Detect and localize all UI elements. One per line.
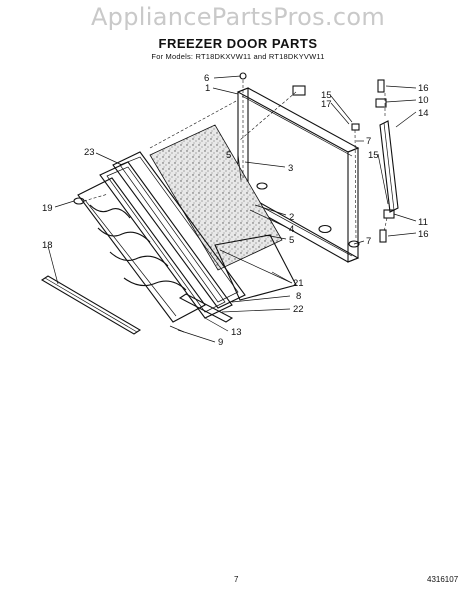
page-number: 7 xyxy=(234,575,239,584)
watermark: AppliancePartsPros.com xyxy=(90,3,386,31)
callout-17: 18 xyxy=(42,240,53,251)
callout-19: 19 xyxy=(42,203,53,214)
callout-21: 21 xyxy=(293,278,304,289)
callout-13: 15 xyxy=(321,90,332,101)
callout-12: 14 xyxy=(418,108,429,119)
callout-4: 4 xyxy=(289,224,294,235)
callout-7-bottom: 7 xyxy=(366,236,371,247)
callout-10: 10 xyxy=(418,95,429,106)
callout-5-top: 5 xyxy=(226,150,231,161)
callout-14: 15 xyxy=(368,150,379,161)
callout-16-top: 16 xyxy=(418,83,429,94)
door-gasket xyxy=(99,151,246,319)
door-shelf-bar xyxy=(40,275,142,335)
back-panel xyxy=(214,234,297,301)
insulation-panel xyxy=(149,124,283,271)
callout-15: 13 xyxy=(231,327,242,338)
callout-18: 17 xyxy=(321,99,332,110)
callout-16-bottom: 16 xyxy=(418,229,429,240)
diagram-title: FREEZER DOOR PARTS xyxy=(158,36,318,51)
callout-22: 22 xyxy=(293,304,304,315)
callout-1: 1 xyxy=(205,83,210,94)
callout-9: 9 xyxy=(218,337,223,348)
callout-6: 6 xyxy=(204,73,209,84)
callout-7-top: 7 xyxy=(366,136,371,147)
leader-lines xyxy=(47,75,417,343)
door-liner xyxy=(77,177,206,323)
assembly-guides xyxy=(83,80,388,241)
hinge-rod xyxy=(379,120,399,213)
callout-3: 3 xyxy=(288,163,293,174)
callout-23: 23 xyxy=(84,147,95,158)
callout-8: 8 xyxy=(296,291,301,302)
callout-11: 11 xyxy=(418,217,428,228)
callout-2: 2 xyxy=(289,212,294,223)
callout-5-bottom: 5 xyxy=(289,235,294,246)
callout-labels: 6 1 15 17 16 10 14 7 15 23 5 3 19 2 4 5 … xyxy=(42,73,429,348)
document-number: 4316107 xyxy=(427,575,459,584)
model-subtitle: For Models: RT18DKXVW11 and RT18DKYVW11 xyxy=(151,52,325,61)
